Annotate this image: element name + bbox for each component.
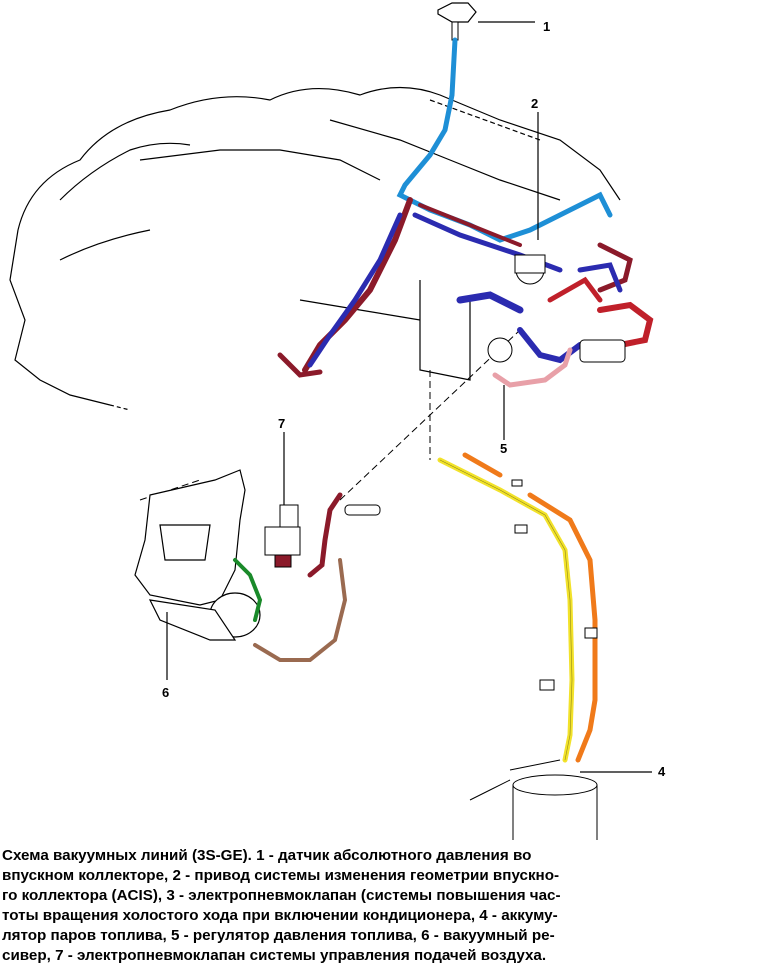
callout-leaders [166, 21, 652, 773]
fuel-pressure-regulator-icon [487, 337, 626, 363]
orange-hose [462, 452, 598, 763]
yellow-hose [437, 457, 575, 763]
engine-outline [9, 86, 621, 411]
hose-clamps [344, 479, 598, 691]
brown-hose [253, 558, 348, 662]
pink-hose [492, 347, 573, 388]
dashed-connection-lines [139, 329, 521, 501]
figure-caption: Схема вакуумных линий (3S-GE). 1 - датчи… [2, 847, 561, 964]
callout-7: 7 [278, 416, 285, 431]
map-sensor-icon [437, 2, 477, 41]
callout-1: 1 [543, 19, 550, 34]
acis-actuator-icon [514, 254, 546, 285]
charcoal-canister-icon [469, 759, 598, 840]
yellow-hose-outline [439, 459, 573, 761]
callout-4: 4 [658, 764, 666, 779]
callout-5: 5 [500, 441, 507, 456]
callout-2: 2 [531, 96, 538, 111]
green-hose [233, 558, 263, 622]
callout-6: 6 [162, 685, 169, 700]
vacuum-reservoir-icon [134, 469, 261, 641]
air-control-vsv-icon [264, 504, 301, 568]
vacuum-lines-diagram: 1 2 7 5 6 4 [9, 2, 666, 840]
dark-red-vsv-hose [307, 492, 343, 578]
